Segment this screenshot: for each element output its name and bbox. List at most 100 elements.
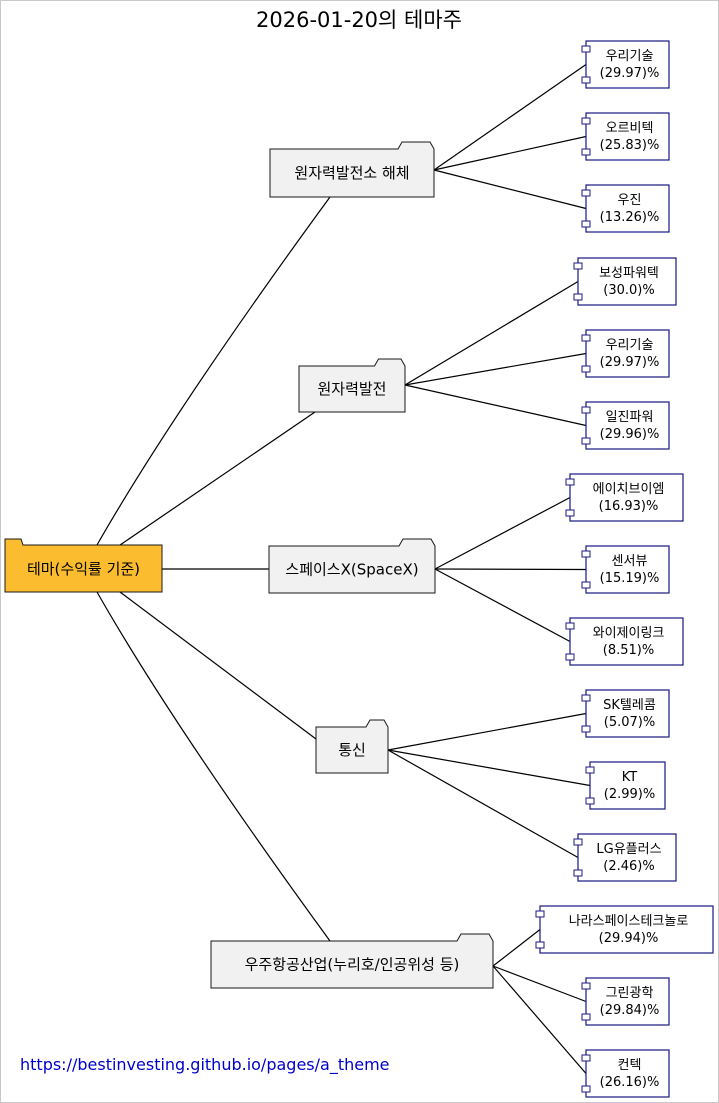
theme-to-stock-line <box>492 929 541 967</box>
stock-return: (29.84)% <box>600 1003 660 1018</box>
stock-node-box <box>585 401 670 450</box>
stock-node-box <box>569 473 684 522</box>
stock-node-box <box>589 761 666 810</box>
root-to-theme-line <box>96 196 331 546</box>
stock-name: 컨텍 <box>618 1058 642 1073</box>
stock-name: 일진파워 <box>606 410 654 425</box>
component-tab-icon <box>565 509 575 517</box>
component-tab-icon <box>581 581 591 589</box>
theme-to-stock-line <box>433 64 587 171</box>
stock-name: KT <box>622 770 638 785</box>
page-title: 2026-01-20의 테마주 <box>256 8 462 32</box>
component-tab-icon <box>535 910 545 918</box>
theme-node-label: 스페이스X(SpaceX) <box>285 561 418 579</box>
component-tab-icon <box>573 262 583 270</box>
stock-name: 그린광학 <box>606 986 654 1001</box>
stock-name: 우리기술 <box>606 338 654 353</box>
stock-name: 우진 <box>618 193 642 208</box>
stock-return: (2.46)% <box>603 859 654 874</box>
stock-name: 보성파워텍 <box>599 266 659 281</box>
stock-name: 우리기술 <box>606 49 654 64</box>
connector-lines <box>96 64 591 1074</box>
stock-return: (29.96)% <box>600 427 660 442</box>
root-node-box <box>4 538 163 593</box>
stock-name: 와이제이링크 <box>593 626 665 641</box>
stock-return: (13.26)% <box>600 210 660 225</box>
stock-node-box <box>585 184 670 233</box>
stock-return: (30.0)% <box>603 283 654 298</box>
component-tab-icon <box>581 982 591 990</box>
root-node-label: 테마(수익률 기준) <box>27 560 140 578</box>
stock-name: LG유플러스 <box>596 842 661 857</box>
stock-node-box <box>585 40 670 89</box>
component-tab-icon <box>565 478 575 486</box>
stock-node-box <box>585 112 670 161</box>
stock-name: 나라스페이스테크놀로 <box>569 914 689 929</box>
component-tab-icon <box>573 869 583 877</box>
theme-node-box <box>315 719 389 774</box>
stock-name: 에이치브이엠 <box>593 482 665 497</box>
component-tab-icon <box>573 293 583 301</box>
stock-return: (26.16)% <box>600 1075 660 1090</box>
stock-node-box <box>569 617 684 666</box>
theme-node-box <box>298 358 406 413</box>
theme-to-stock-line <box>433 135 587 171</box>
component-tab-icon <box>581 45 591 53</box>
stock-return: (29.94)% <box>599 931 659 946</box>
footer-url-link[interactable]: https://bestinvesting.github.io/pages/a_… <box>20 1055 390 1075</box>
component-tab-icon <box>585 766 595 774</box>
root-to-theme-line <box>119 591 317 740</box>
theme-node-label: 원자력발전 <box>317 380 386 398</box>
component-tab-icon <box>581 725 591 733</box>
stock-name: 센서뷰 <box>612 554 648 569</box>
theme-node-box <box>210 933 494 989</box>
theme-to-stock-line <box>492 965 587 1003</box>
theme-to-stock-line <box>404 280 579 386</box>
stock-node-box <box>539 905 714 954</box>
component-tab-icon <box>573 838 583 846</box>
component-tab-icon <box>535 941 545 949</box>
component-tab-icon <box>581 694 591 702</box>
stock-return: (16.93)% <box>599 499 659 514</box>
component-tab-icon <box>565 653 575 661</box>
root-to-theme-line <box>119 411 316 546</box>
theme-node-label: 통신 <box>338 741 366 759</box>
stock-return: (5.07)% <box>604 715 655 730</box>
theme-to-stock-line <box>404 384 587 427</box>
component-tab-icon <box>581 117 591 125</box>
component-tab-icon <box>581 1085 591 1093</box>
stock-name: 오르비텍 <box>606 121 654 136</box>
component-tab-icon <box>581 406 591 414</box>
stock-node-box <box>585 1049 670 1098</box>
stock-return: (25.83)% <box>600 138 660 153</box>
diagram-nodes: 테마(수익률 기준)원자력발전소 해체우리기술(29.97)%오르비텍(25.8… <box>4 40 714 1098</box>
stock-node-box <box>585 329 670 378</box>
stock-name: SK텔레콤 <box>603 698 656 713</box>
theme-to-stock-line <box>434 496 571 570</box>
stock-return: (8.51)% <box>603 643 654 658</box>
theme-node-box <box>269 141 435 198</box>
stock-return: (2.99)% <box>604 787 655 802</box>
component-tab-icon <box>581 550 591 558</box>
theme-to-stock-line <box>404 352 587 386</box>
component-tab-icon <box>581 365 591 373</box>
stock-node-box <box>585 977 670 1026</box>
theme-node-label: 원자력발전소 해체 <box>294 164 409 182</box>
component-tab-icon <box>581 189 591 197</box>
theme-to-stock-line <box>387 712 587 751</box>
stock-return: (15.19)% <box>600 571 660 586</box>
component-tab-icon <box>581 220 591 228</box>
component-tab-icon <box>581 76 591 84</box>
theme-to-stock-line <box>434 568 571 643</box>
component-tab-icon <box>581 437 591 445</box>
theme-node-box <box>268 538 436 594</box>
component-tab-icon <box>581 1013 591 1021</box>
theme-to-stock-line <box>433 169 587 210</box>
stock-return: (29.97)% <box>600 355 660 370</box>
stock-node-box <box>585 689 670 738</box>
component-tab-icon <box>581 334 591 342</box>
theme-to-stock-line <box>492 965 587 1074</box>
stock-node-box <box>585 545 670 594</box>
theme-node-label: 우주항공산업(누리호/인공위성 등) <box>245 956 460 974</box>
